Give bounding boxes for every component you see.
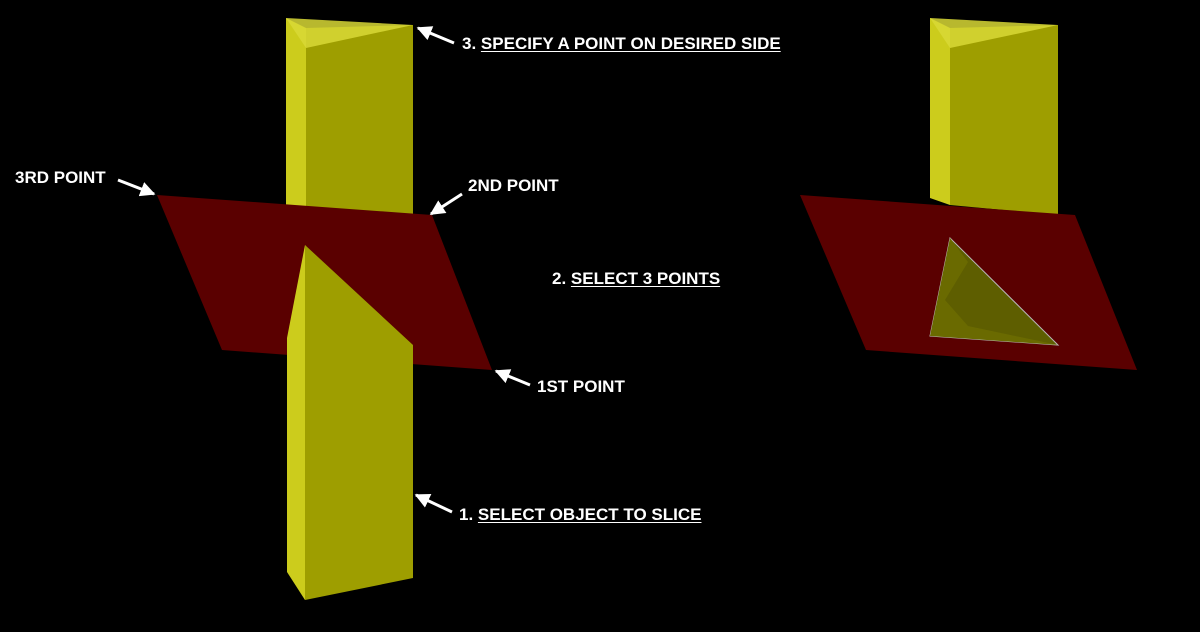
- step3-label: 3. SPECIFY A POINT ON DESIRED SIDE: [462, 34, 781, 54]
- point3-label: 3RD POINT: [15, 168, 106, 187]
- left-assembly: [157, 18, 492, 600]
- upper-prism-front-face: [306, 25, 413, 215]
- right-assembly: [800, 18, 1137, 370]
- arrow-2nd-point: [429, 192, 463, 216]
- right-prism: [930, 18, 1058, 215]
- step2-number: 2.: [552, 269, 567, 288]
- upper-prism-top-face: [286, 18, 413, 48]
- arrow-step1: [414, 493, 453, 514]
- lower-prism-front-face: [305, 245, 413, 600]
- step3-text: SPECIFY A POINT ON DESIRED SIDE: [480, 34, 781, 53]
- step2-text: SELECT 3 POINTS: [570, 269, 721, 288]
- upper-prism: [286, 18, 413, 215]
- upper-prism-side-face: [286, 18, 306, 215]
- arrow-step3: [416, 26, 455, 45]
- arrows: [117, 26, 531, 514]
- step1-text: SELECT OBJECT TO SLICE: [477, 505, 702, 524]
- right-prism-top-face: [930, 18, 1058, 48]
- step1-number: 1.: [459, 505, 474, 524]
- step3-number: 3.: [462, 34, 477, 53]
- arrow-1st-point: [494, 369, 531, 387]
- step1-label: 1. SELECT OBJECT TO SLICE: [459, 505, 701, 525]
- lower-prism: [287, 245, 413, 600]
- hole-edge-face: [930, 238, 1058, 345]
- point1-label: 1ST POINT: [537, 377, 625, 396]
- arrow-3rd-point: [117, 178, 156, 197]
- right-prism-side-face: [930, 18, 950, 205]
- point2-label: 2ND POINT: [468, 176, 559, 195]
- step2-label: 2. SELECT 3 POINTS: [552, 269, 720, 289]
- right-prism-front-face: [950, 25, 1058, 215]
